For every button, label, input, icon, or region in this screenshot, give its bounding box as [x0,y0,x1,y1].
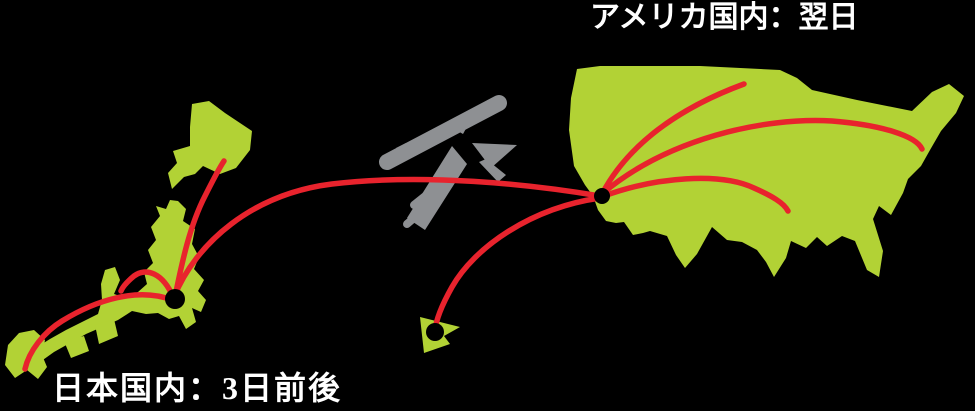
route-tokyo-kyushu [22,292,175,372]
route-los-angeles-northwest [599,81,747,197]
airplane-icon [379,95,517,230]
los-angeles-hub-dot [594,188,610,204]
airplane-fuselage [379,95,507,170]
usa-mainland-shape [569,66,964,277]
shikoku-west-shape [64,336,89,358]
routes [22,81,925,372]
airplane-tail-wing-upper [472,143,517,168]
route-los-angeles-south-central [601,175,791,214]
hokkaido-shape [168,101,252,189]
island-hub-dot [426,323,444,341]
route-tokyo-hokkaido [172,158,227,300]
honshu-shape [21,200,206,369]
japan-map [5,101,252,379]
shikoku-east-shape [95,319,118,344]
route-tokyo-los-angeles [171,176,603,300]
usa-map [569,66,964,277]
japan-domestic-label: 日本国内：3日前後 [52,370,343,406]
route-los-angeles-northeast [600,117,925,196]
tokyo-hub-dot [165,289,185,309]
airplane-engine-1 [410,189,433,209]
route-los-angeles-island [432,195,603,334]
usa-domestic-label: アメリカ国内：翌日 [590,1,859,34]
route-tokyo-kansai [118,269,176,300]
airplane-engine-2 [403,208,425,228]
airplane-tail-wing-lower [479,159,506,182]
